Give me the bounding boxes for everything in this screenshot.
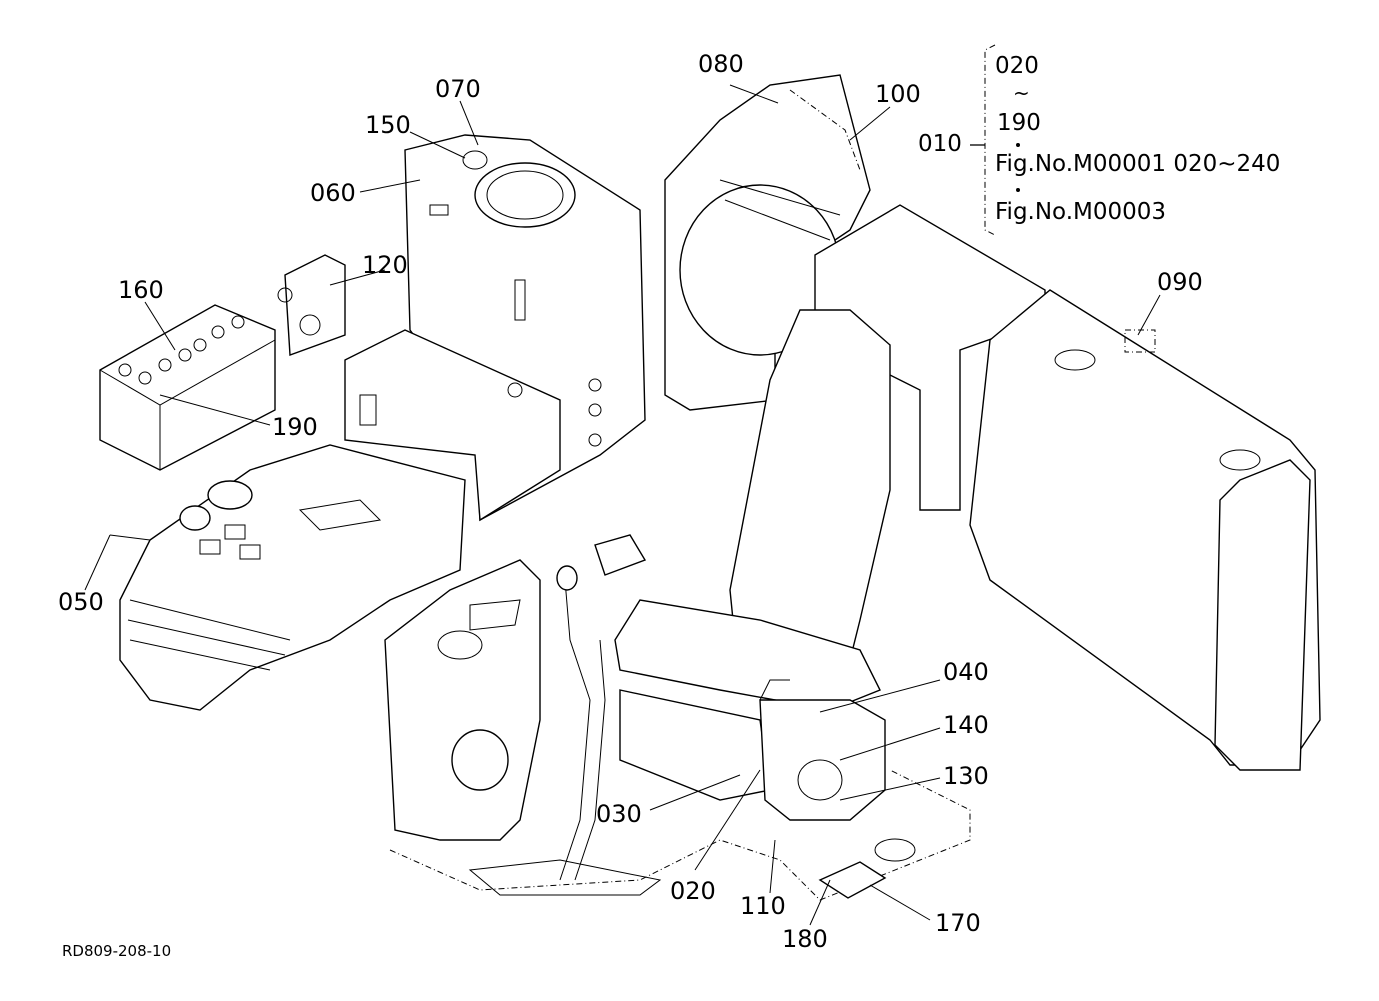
- lower-box-part: [344, 329, 561, 522]
- ref-line-2: Fig.No.M00003: [995, 199, 1167, 225]
- control-levers-part: [556, 534, 647, 881]
- callout-190: 190: [272, 413, 318, 441]
- callout-150: 150: [365, 111, 411, 139]
- callout-140: 140: [943, 711, 989, 739]
- ref-range-end: 190: [997, 110, 1041, 136]
- right-console-part: [384, 559, 541, 841]
- callout-120: 120: [362, 251, 408, 279]
- leader-lines: [84, 84, 1161, 926]
- callout-090: 090: [1157, 268, 1203, 296]
- floor-plate-part: [389, 769, 971, 901]
- callout-050: 050: [58, 588, 104, 616]
- callout-060: 060: [310, 179, 356, 207]
- callout-020: 020: [670, 877, 716, 905]
- ref-assembly: 010: [918, 131, 962, 157]
- callout-080: 080: [698, 50, 744, 78]
- side-panel-part: [814, 204, 1321, 771]
- drawing-code: RD809-208-10: [62, 942, 172, 960]
- callout-040: 040: [943, 658, 989, 686]
- callout-110: 110: [740, 892, 786, 920]
- ref-range-start: 020: [995, 53, 1039, 79]
- callout-100: 100: [875, 80, 921, 108]
- ref-line-1: Fig.No.M00001 020~240: [995, 151, 1281, 177]
- tank-part: [404, 134, 646, 522]
- callout-030: 030: [596, 800, 642, 828]
- reference-bracket: [970, 44, 1020, 236]
- operator-seat-part: [614, 309, 891, 821]
- callout-180: 180: [782, 925, 828, 953]
- callout-070: 070: [435, 75, 481, 103]
- relay-bracket-part: [277, 254, 346, 356]
- left-console-part: [119, 444, 466, 711]
- callout-160: 160: [118, 276, 164, 304]
- callout-130: 130: [943, 762, 989, 790]
- callout-170: 170: [935, 909, 981, 937]
- ref-tilde: ~: [1013, 81, 1030, 105]
- battery-part: [99, 304, 276, 471]
